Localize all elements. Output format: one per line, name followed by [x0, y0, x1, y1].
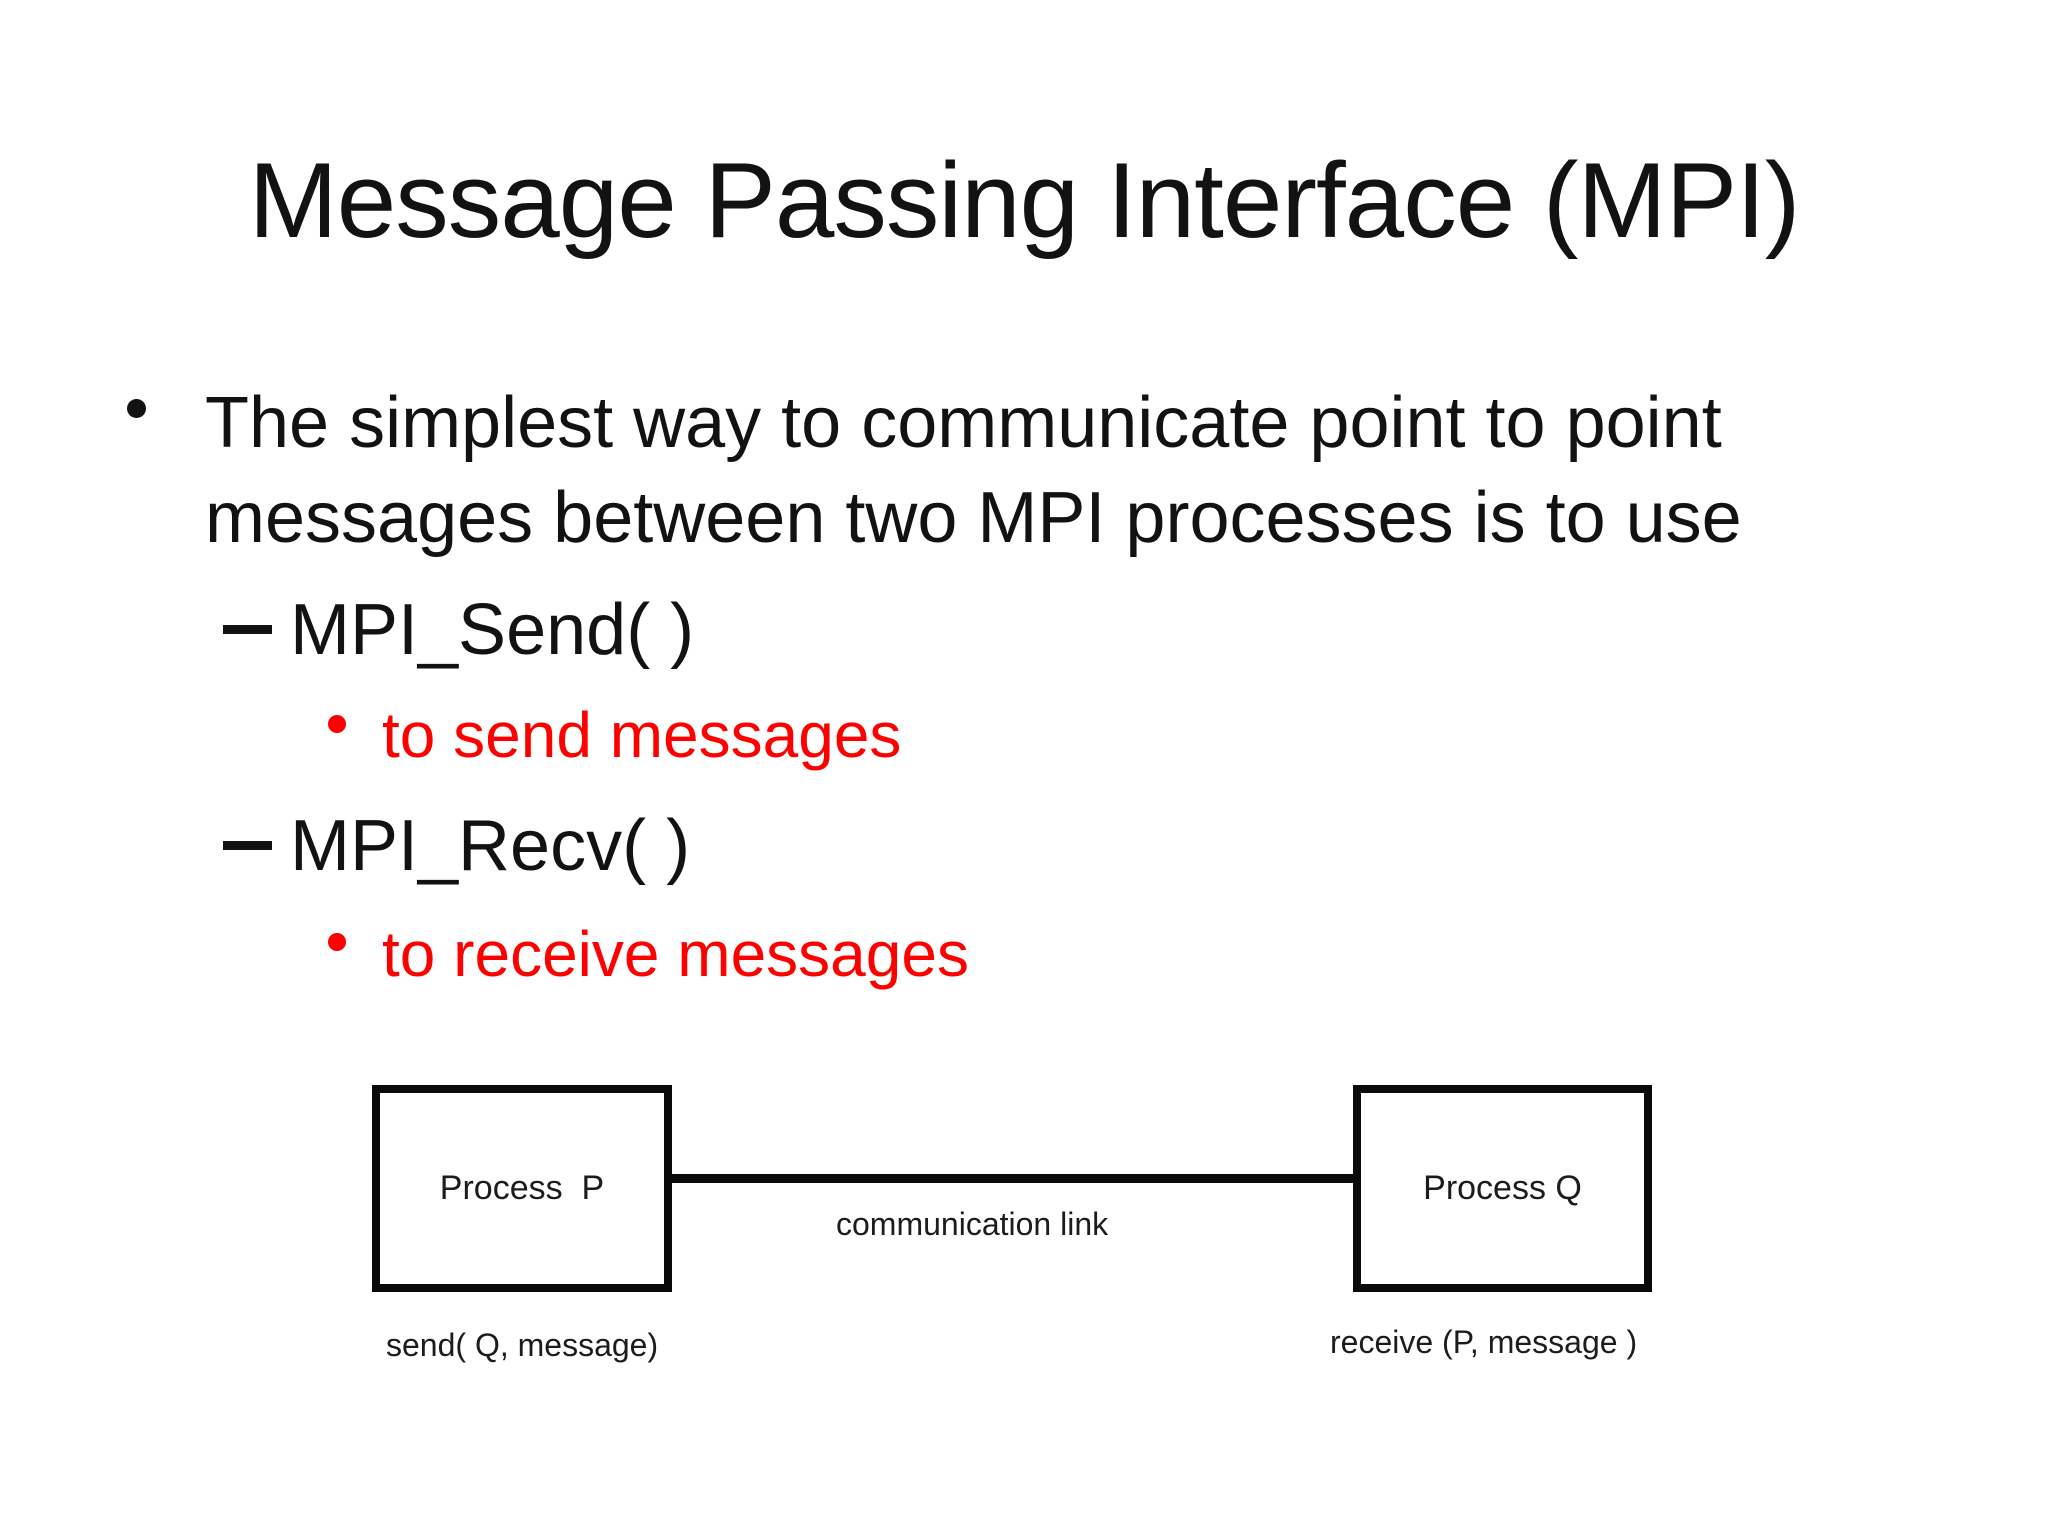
process-q-box: Process Q [1353, 1085, 1652, 1292]
process-q-label: Process Q [1423, 1169, 1582, 1207]
receive-note: to receive messages [382, 918, 969, 990]
sub-bullet-dot-icon [328, 933, 346, 951]
send-note: to send messages [382, 699, 902, 771]
sub-bullet-dot-icon [328, 715, 346, 733]
bullet-text-line-1: The simplest way to communicate point to… [205, 383, 1722, 463]
receive-call-label: receive (P, message ) [1330, 1324, 1638, 1360]
mpi-recv-label: MPI_Recv( ) [290, 806, 691, 886]
mpi-send-label: MPI_Send( ) [290, 590, 695, 670]
process-p-label: Process P [439, 1169, 605, 1207]
communication-link-label: communication link [836, 1206, 1109, 1242]
bullet-dot-icon [127, 399, 146, 418]
dash-bullet-icon [223, 625, 272, 634]
process-p-box: Process P [372, 1085, 672, 1292]
bullet-text-line-2: messages between two MPI processes is to… [205, 478, 1742, 558]
dash-bullet-icon [223, 841, 272, 850]
communication-link-line [672, 1174, 1353, 1183]
slide-title: Message Passing Interface (MPI) [248, 140, 1801, 260]
send-call-label: send( Q, message) [386, 1327, 659, 1363]
